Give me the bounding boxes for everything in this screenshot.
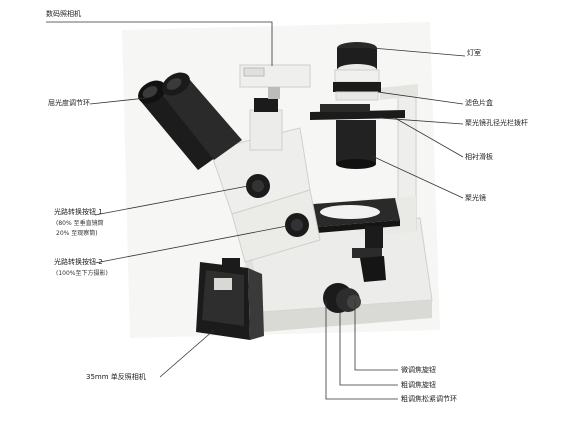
leader-digital-camera (46, 21, 273, 66)
label-light-path-knob-2: 光路转换按钮 2 (54, 258, 103, 266)
eyepiece-tubes (138, 72, 242, 170)
leader-camera-35mm (159, 329, 215, 378)
leader-lines (46, 21, 466, 400)
focus-knobs (323, 283, 361, 313)
specimen-stage (300, 198, 400, 234)
condenser-assembly (310, 104, 405, 169)
leader-knob-1 (94, 185, 249, 216)
leader-coarse-tension (325, 300, 398, 400)
leader-phase-slider (394, 117, 464, 158)
leader-fine-focus (354, 300, 398, 371)
note-knob-2: (100%至下方摄影) (56, 270, 108, 277)
leader-knob-2 (94, 225, 288, 264)
label-coarse-tension: 粗调焦松紧调节环 (401, 395, 457, 403)
label-fine-focus: 微调焦旋钮 (401, 366, 436, 374)
lamp-house (333, 42, 381, 101)
label-condenser-diaphragm: 聚光镜孔径光栏拨杆 (465, 119, 528, 127)
objective-turret (352, 226, 386, 282)
camera-35mm-body (196, 258, 264, 340)
label-light-path-knob-1: 光路转换按钮 1 (54, 208, 103, 216)
digital-camera-body (239, 64, 311, 99)
label-diopter-ring: 屈光度调节环 (48, 99, 90, 107)
note-knob-1-b: 20% 至观察筒) (56, 230, 98, 237)
label-camera-35mm: 35mm 单反照相机 (86, 373, 146, 381)
label-coarse-focus: 粗调焦旋钮 (401, 381, 436, 389)
leader-lamp-house (371, 47, 466, 57)
label-digital-camera: 数码照相机 (46, 10, 81, 18)
leader-condenser (371, 155, 464, 199)
leader-condenser-diaphragm (379, 117, 464, 125)
leader-filter-box (377, 91, 464, 105)
label-filter-box: 滤色片盒 (465, 99, 493, 107)
trinocular-head (209, 98, 321, 263)
note-knob-1-a: (80% 至垂直镜筒 (56, 220, 104, 227)
label-lamp-house: 灯室 (467, 49, 481, 57)
leader-diopter-ring (89, 97, 147, 105)
label-condenser: 聚光镜 (465, 194, 486, 202)
light-path-knobs (246, 174, 309, 237)
label-phase-slider: 相衬滑板 (465, 153, 493, 161)
leader-coarse-focus (339, 312, 398, 386)
